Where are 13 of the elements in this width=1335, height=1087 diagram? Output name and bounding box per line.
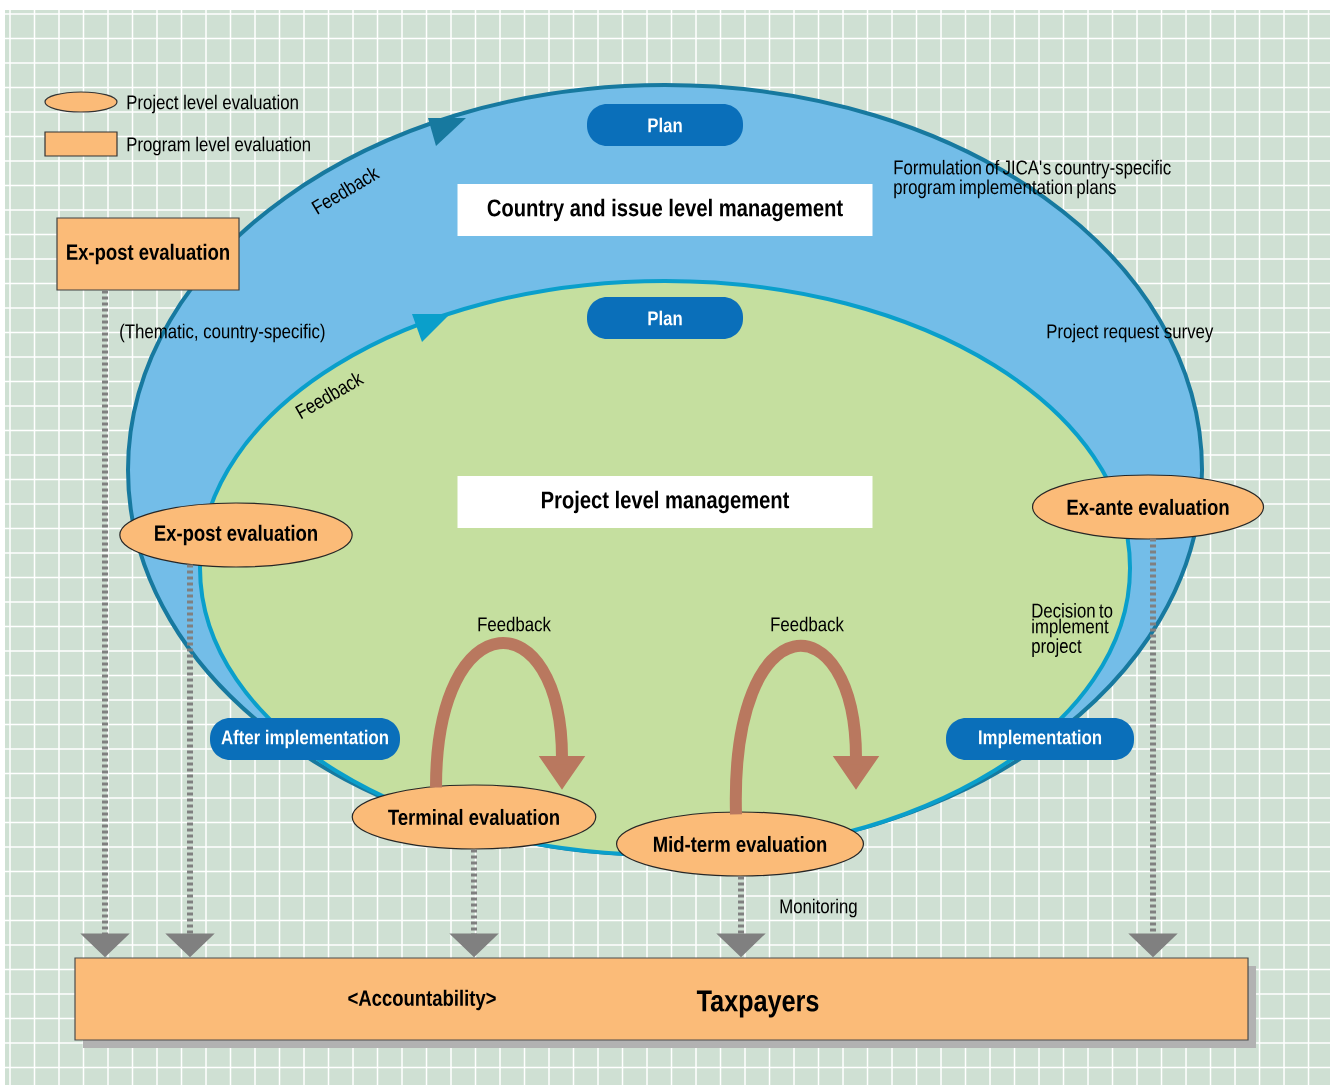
legend-text: Program level evaluation [127,136,310,156]
annotation-text: Decision to implement project [1032,603,1113,657]
edge-label: Monitoring [780,898,857,918]
feedback-arrow [730,640,880,815]
title-box: Country and issue level management [457,184,873,236]
stage-pill: Plan [587,297,743,339]
taxpayers-box: <Accountability> Taxpayers [74,957,1256,1048]
edge-label: Feedback [771,616,844,632]
edge-label: Feedback [478,616,551,632]
title-box: Project level management [457,476,873,528]
legend-text: Project level evaluation [127,94,298,114]
program-evaluation-box: Ex-post evaluation [56,217,240,291]
stage-pill: Plan [587,104,743,146]
